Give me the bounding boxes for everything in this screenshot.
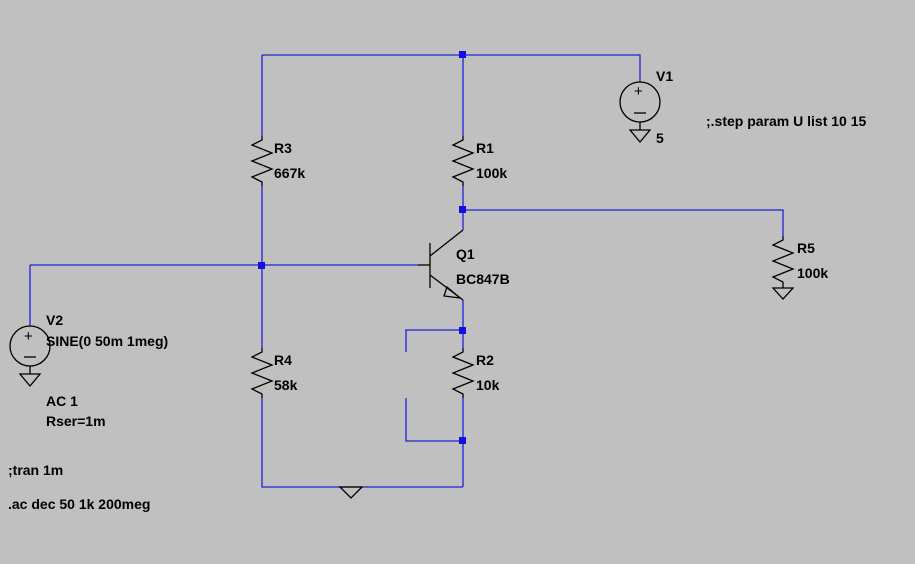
junction-nodes xyxy=(258,51,466,444)
v2-ac: AC 1 xyxy=(46,393,78,409)
r5-name: R5 xyxy=(797,240,815,256)
v1-value: 5 xyxy=(656,130,664,146)
node-collector xyxy=(459,206,466,213)
step-directive: ;.step param U list 10 15 xyxy=(706,113,867,129)
main-ground-icon xyxy=(338,486,364,499)
q1-value: BC847B xyxy=(456,271,510,287)
transistor-q1[interactable]: Q1 BC847B xyxy=(418,229,510,301)
resistor-r2[interactable]: R2 10k xyxy=(451,348,500,398)
r5-ground-icon xyxy=(771,287,795,300)
v1-plus-icon: + xyxy=(634,83,643,100)
r2-name: R2 xyxy=(476,352,494,368)
node-r2-bottom xyxy=(459,437,466,444)
r1-value: 100k xyxy=(476,165,507,181)
q1-name: Q1 xyxy=(456,246,475,262)
wire-top-rail xyxy=(262,54,641,82)
node-top xyxy=(459,51,466,58)
ground-symbol-r5 xyxy=(771,286,795,300)
v2-rser: Rser=1m xyxy=(46,413,106,429)
r3-name: R3 xyxy=(274,140,292,156)
q1-emitter-arrow xyxy=(443,285,463,299)
tran-directive: ;tran 1m xyxy=(8,462,63,478)
wire-r5 xyxy=(463,209,784,236)
spice-directives[interactable]: ;.step param U list 10 15 ;tran 1m .ac d… xyxy=(8,113,867,512)
voltage-source-v2[interactable]: + V2 SINE(0 50m 1meg) AC 1 Rser=1m xyxy=(9,312,168,429)
wire-r4-bottom xyxy=(261,398,463,488)
wires xyxy=(29,54,784,488)
v2-name: V2 xyxy=(46,312,63,328)
resistor-r3[interactable]: R3 667k xyxy=(250,136,305,186)
v2-ground-icon xyxy=(18,373,42,388)
resistor-r4[interactable]: R4 58k xyxy=(250,348,298,398)
r5-value: 100k xyxy=(797,265,828,281)
r3-value: 667k xyxy=(274,165,305,181)
wire-bypass-bottom xyxy=(405,398,463,442)
ground-symbol-main xyxy=(338,486,364,499)
r4-value: 58k xyxy=(274,377,298,393)
voltage-source-v1[interactable]: + V1 5 xyxy=(619,68,673,146)
r2-value: 10k xyxy=(476,377,500,393)
v2-value: SINE(0 50m 1meg) xyxy=(46,333,168,349)
resistor-r1[interactable]: R1 100k xyxy=(451,136,507,186)
wire-bypass-top xyxy=(405,329,463,352)
resistor-r5[interactable]: R5 100k xyxy=(771,236,828,286)
node-emitter xyxy=(459,327,466,334)
node-base xyxy=(258,262,265,269)
ac-directive: .ac dec 50 1k 200meg xyxy=(8,496,150,512)
v1-ground-icon xyxy=(628,129,652,144)
v1-name: V1 xyxy=(656,68,673,84)
r4-name: R4 xyxy=(274,352,292,368)
r1-name: R1 xyxy=(476,140,494,156)
v2-plus-icon: + xyxy=(24,328,33,345)
